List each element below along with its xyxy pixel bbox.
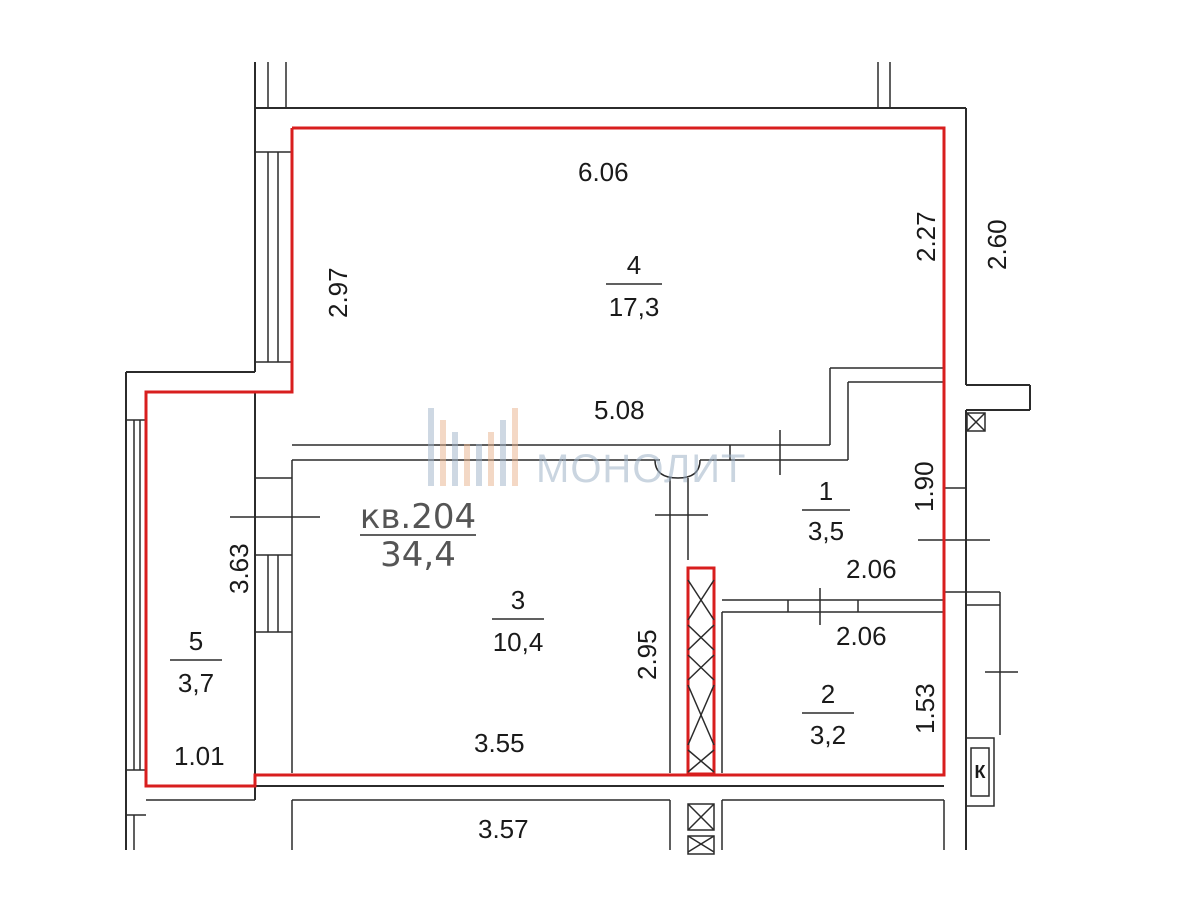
room-2-number: 2 <box>821 679 835 709</box>
room-4-number: 4 <box>627 250 641 280</box>
room-5-number: 5 <box>189 626 203 656</box>
apartment-outline <box>144 126 946 788</box>
dim-2-06-upper: 2.06 <box>846 554 897 584</box>
dim-1-01: 1.01 <box>174 741 225 771</box>
marker-k: К <box>975 762 987 782</box>
room-2-area: 3,2 <box>810 720 846 750</box>
apartment-label: кв.204 34,4 <box>360 497 476 575</box>
walls <box>125 62 1031 855</box>
dim-3-63: 3.63 <box>224 543 254 594</box>
room-3-area: 10,4 <box>493 627 544 657</box>
room-1-number: 1 <box>819 476 833 506</box>
room-1-area: 3,5 <box>808 516 844 546</box>
room-4-label: 4 17,3 <box>606 250 662 322</box>
room-4-area: 17,3 <box>609 292 660 322</box>
room-5-label: 5 3,7 <box>170 626 222 698</box>
dimension-labels: 6.06 2.97 2.27 2.60 5.08 1.90 3.63 2.06 … <box>174 157 1012 844</box>
dim-5-08: 5.08 <box>594 395 645 425</box>
apartment-number: кв.204 <box>360 497 476 537</box>
room-2-label: 2 3,2 <box>802 679 854 750</box>
dim-6-06: 6.06 <box>578 157 629 187</box>
room-5-area: 3,7 <box>178 668 214 698</box>
dim-2-97: 2.97 <box>323 267 353 318</box>
dim-2-06-lower: 2.06 <box>836 621 887 651</box>
ventilation-shaft <box>686 566 716 776</box>
dim-3-57: 3.57 <box>478 814 529 844</box>
watermark-logo-icon <box>428 408 518 486</box>
room-3-label: 3 10,4 <box>492 585 544 657</box>
dim-2-95: 2.95 <box>632 629 662 680</box>
dim-2-27: 2.27 <box>911 211 941 262</box>
watermark: МОНОЛИТ <box>428 408 746 491</box>
dim-1-53: 1.53 <box>910 683 940 734</box>
apartment-area: 34,4 <box>380 535 456 575</box>
dim-3-55: 3.55 <box>474 728 525 758</box>
watermark-text: МОНОЛИТ <box>536 447 746 491</box>
dim-1-90: 1.90 <box>909 461 939 512</box>
room-3-number: 3 <box>511 585 525 615</box>
dim-2-60: 2.60 <box>982 219 1012 270</box>
room-1-label: 1 3,5 <box>802 476 850 546</box>
